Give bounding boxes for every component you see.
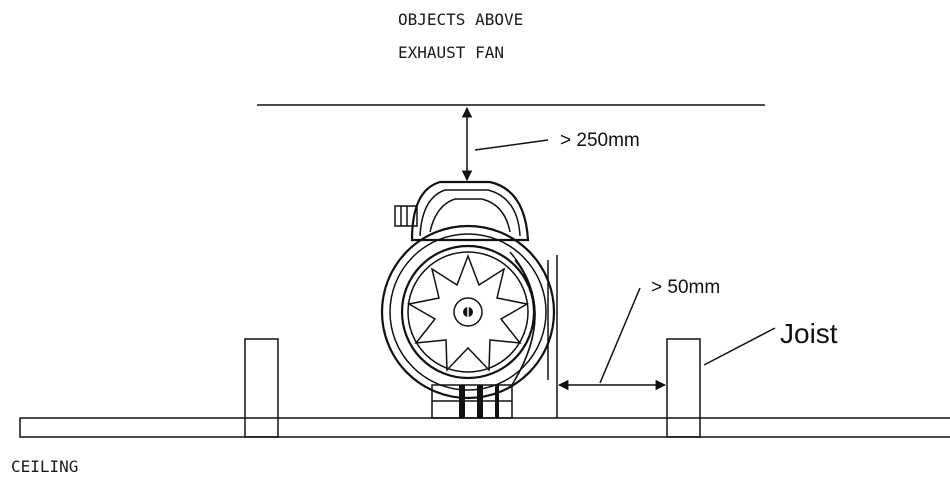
objects-above-label-line1: OBJECTS ABOVE — [398, 10, 523, 29]
side-clearance-leader — [599, 287, 641, 384]
joist-left — [244, 338, 279, 438]
top-clearance-label: > 250mm — [560, 130, 640, 151]
top-clearance-leader — [474, 139, 549, 151]
joist-leader — [703, 327, 776, 366]
fan-icon — [380, 180, 556, 419]
joist-label: Joist — [780, 318, 838, 349]
objects-above-label-line2: EXHAUST FAN — [398, 43, 504, 62]
joist-right — [666, 338, 701, 438]
side-clearance-label: > 50mm — [651, 277, 720, 298]
ceiling-board — [19, 417, 950, 438]
ceiling-label: CEILING — [11, 457, 78, 476]
